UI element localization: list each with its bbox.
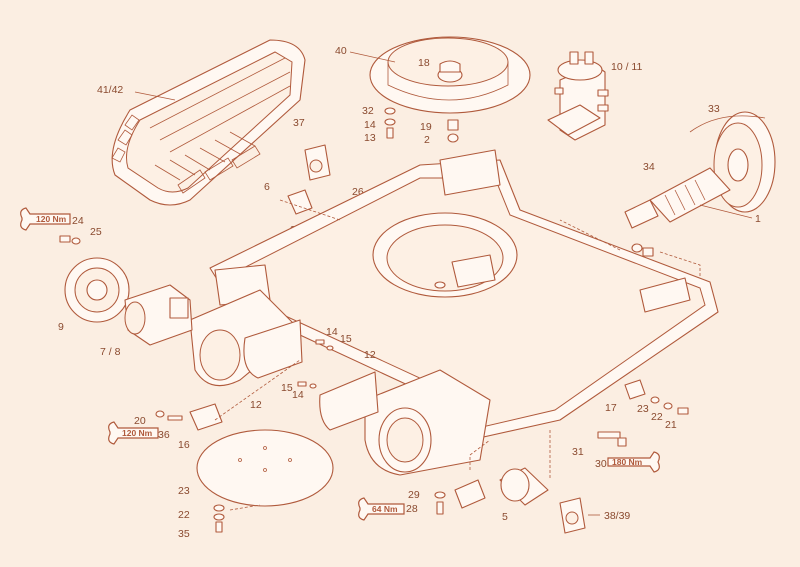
plate-17 bbox=[624, 379, 646, 400]
label-14-b: 14 bbox=[326, 326, 338, 338]
grease-fitting bbox=[631, 243, 654, 257]
bolt-stack bbox=[384, 107, 396, 139]
torque-30: 180 Nm bbox=[612, 457, 643, 467]
label-34: 34 bbox=[643, 161, 655, 173]
bolt-stack-21 bbox=[650, 396, 689, 415]
label-22-a: 22 bbox=[178, 509, 190, 521]
label-14-a: 14 bbox=[364, 119, 376, 131]
label-12-a: 12 bbox=[250, 399, 262, 411]
track-tensioner bbox=[624, 167, 731, 229]
torque-28: 64 Nm bbox=[372, 504, 398, 514]
label-2: 2 bbox=[424, 134, 430, 146]
label-35: 35 bbox=[178, 528, 190, 540]
fitting-19 bbox=[447, 119, 459, 143]
label-37: 37 bbox=[293, 117, 305, 129]
seal-kit-bag-37 bbox=[304, 144, 331, 181]
label-22-b: 22 bbox=[651, 411, 663, 423]
cover-plate-12b bbox=[319, 371, 379, 431]
label-7-8: 7 / 8 bbox=[100, 346, 121, 358]
label-16: 16 bbox=[178, 439, 190, 451]
label-21: 21 bbox=[665, 419, 677, 431]
label-12-b: 12 bbox=[364, 349, 376, 361]
label-17: 17 bbox=[605, 402, 617, 414]
label-40: 40 bbox=[335, 45, 347, 57]
bolt-31 bbox=[597, 431, 627, 447]
travel-motor bbox=[124, 284, 193, 346]
label-9: 9 bbox=[58, 321, 64, 333]
bottom-roller-5 bbox=[499, 467, 549, 506]
label-10-11: 10 / 11 bbox=[611, 61, 642, 73]
wrench-30 bbox=[607, 451, 660, 473]
bolt-14-15-bottom bbox=[297, 381, 317, 389]
label-5: 5 bbox=[502, 511, 508, 523]
torque-24: 120 Nm bbox=[36, 214, 67, 224]
label-38-39: 38/39 bbox=[604, 510, 630, 522]
label-1: 1 bbox=[755, 213, 761, 225]
label-33: 33 bbox=[708, 103, 720, 115]
wrench-24 bbox=[20, 207, 71, 231]
label-31: 31 bbox=[572, 446, 584, 458]
drive-sprocket bbox=[64, 257, 130, 323]
label-6: 6 bbox=[264, 181, 270, 193]
label-30: 30 bbox=[595, 458, 607, 470]
label-41-42: 41/42 bbox=[97, 84, 123, 96]
seal-kit-bag-38-39 bbox=[559, 497, 586, 534]
label-26: 26 bbox=[352, 186, 364, 198]
label-15-b: 15 bbox=[281, 382, 293, 394]
label-15-a: 15 bbox=[340, 333, 352, 345]
label-14-c: 14 bbox=[292, 389, 304, 401]
disc-plate-16 bbox=[196, 429, 334, 507]
label-28: 28 bbox=[406, 503, 418, 515]
bolt-25 bbox=[59, 235, 81, 245]
bolt-14-15-top bbox=[315, 339, 334, 351]
grease-cylinder-20 bbox=[155, 403, 223, 431]
label-20: 20 bbox=[134, 415, 146, 427]
label-23-b: 23 bbox=[637, 403, 649, 415]
bushing-6 bbox=[287, 189, 313, 215]
wrench-28 bbox=[358, 497, 405, 521]
label-32: 32 bbox=[362, 105, 374, 117]
label-25: 25 bbox=[90, 226, 102, 238]
label-36: 36 bbox=[158, 429, 170, 441]
torque-36: 120 Nm bbox=[122, 428, 153, 438]
label-29: 29 bbox=[408, 489, 420, 501]
label-24: 24 bbox=[72, 215, 84, 227]
turntable-cover bbox=[369, 36, 531, 114]
label-19: 19 bbox=[420, 121, 432, 133]
undercarriage-frame bbox=[209, 149, 719, 441]
label-23-a: 23 bbox=[178, 485, 190, 497]
label-13: 13 bbox=[364, 132, 376, 144]
roller-arm-right bbox=[364, 369, 491, 476]
swivel-joint bbox=[547, 51, 609, 141]
idler-wheel bbox=[713, 111, 776, 213]
rubber-track bbox=[111, 39, 306, 206]
label-18: 18 bbox=[418, 57, 430, 69]
cover-plate-12a bbox=[243, 319, 303, 379]
wrench-36 bbox=[108, 421, 159, 445]
roller-29 bbox=[434, 479, 486, 515]
bolt-stack-35 bbox=[213, 504, 225, 533]
leader-line bbox=[134, 91, 176, 101]
